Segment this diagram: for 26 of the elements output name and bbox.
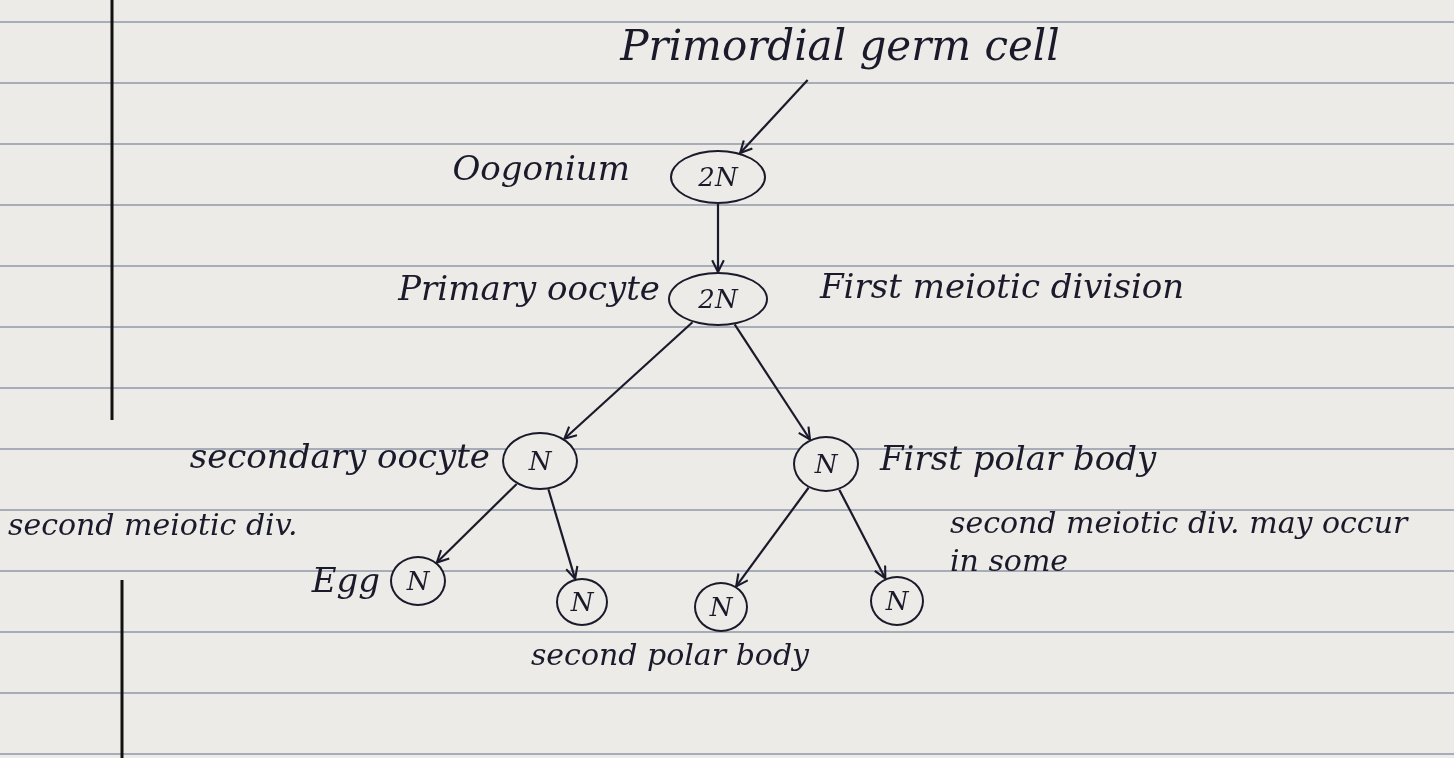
cell-circle: N xyxy=(694,582,748,632)
cell-label: First meiotic division xyxy=(820,266,1186,307)
cell-label: Egg xyxy=(310,560,380,601)
arrow xyxy=(435,483,518,564)
arrow xyxy=(563,321,694,440)
cell-label: Oogonium xyxy=(451,148,630,189)
arrow xyxy=(711,204,725,274)
arrow xyxy=(547,488,579,580)
arrow xyxy=(735,487,810,588)
arrow xyxy=(838,489,887,580)
cell-circle: N xyxy=(556,578,608,626)
cell-label: secondary oocyte xyxy=(188,436,490,477)
cell-circle: 2N xyxy=(670,150,766,204)
cell-circle: 2N xyxy=(668,272,768,326)
cell-label: First polar body xyxy=(880,438,1158,479)
cell-label: Primary oocyte xyxy=(396,268,660,309)
cell-circle: N xyxy=(390,556,446,606)
cell-circle: N xyxy=(793,436,859,492)
arrow xyxy=(739,79,809,155)
cell-circle: N xyxy=(870,576,924,626)
note-text: second polar body xyxy=(529,636,811,674)
cell-label: Primordial germ cell xyxy=(520,10,1160,80)
cell-circle: N xyxy=(502,432,578,490)
arrow xyxy=(733,323,812,441)
note-text: second meiotic div. may occur in some xyxy=(950,504,1410,579)
note-text: second meiotic div. xyxy=(8,506,299,544)
